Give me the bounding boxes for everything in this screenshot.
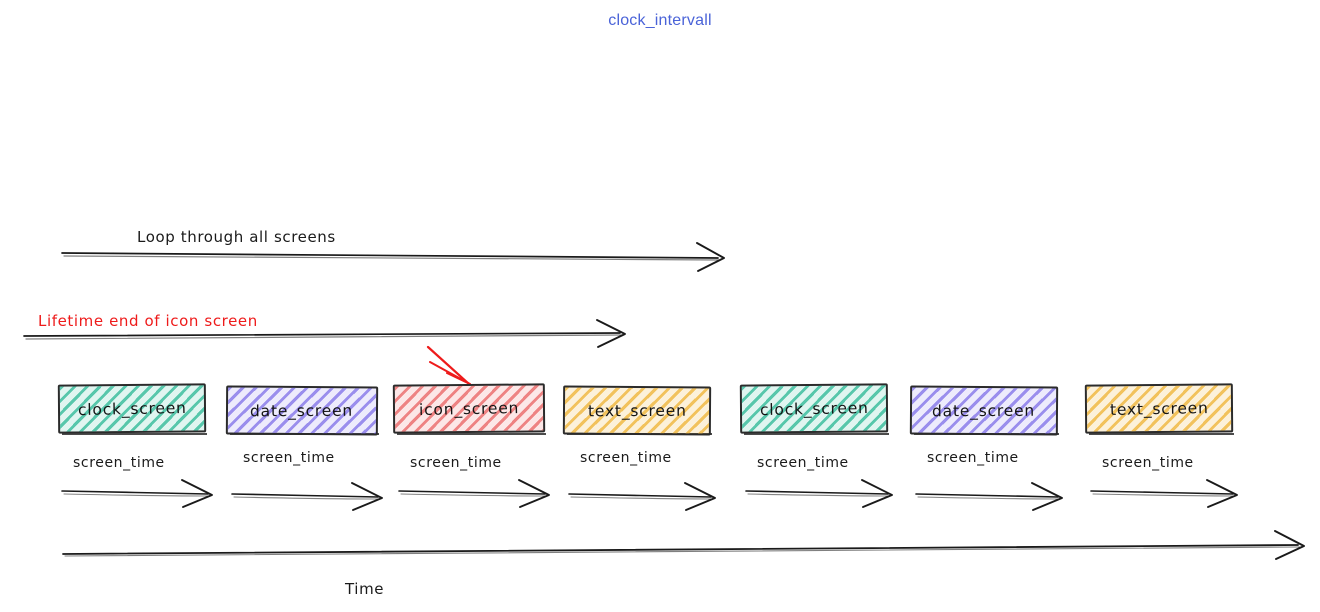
screen-time-arrows: [61, 479, 1238, 511]
screen-box-label: date_screen: [932, 401, 1036, 420]
icon-screen-pointer-arrow: [426, 345, 471, 386]
screen-box-label: clock_screen: [77, 398, 187, 419]
screen-time-label-1: screen_time: [73, 455, 165, 471]
screen-box-clock-screen-5[interactable]: clock_screen: [739, 383, 889, 434]
screen-time-label-5: screen_time: [757, 455, 849, 471]
screen-time-label-6: screen_time: [927, 450, 1019, 466]
loop-arrow: [61, 242, 725, 272]
box-shadow-edge: [397, 433, 546, 435]
screen-box-text-screen-4[interactable]: text_screen: [562, 385, 712, 436]
screen-box-date-screen-2[interactable]: date_screen: [225, 385, 379, 436]
screen-box-label: icon_screen: [418, 398, 520, 419]
box-shadow-edge: [1089, 433, 1234, 435]
box-shadow-edge: [744, 433, 889, 435]
screen-time-label-3: screen_time: [410, 455, 502, 471]
screen-box-date-screen-6[interactable]: date_screen: [909, 385, 1059, 436]
screen-time-label-4: screen_time: [580, 450, 672, 466]
lifetime-end-of-icon-screen-label: Lifetime end of icon screen: [38, 312, 258, 330]
screen-box-label: date_screen: [250, 401, 354, 420]
screen-time-label-7: screen_time: [1102, 455, 1194, 471]
screen-box-label: text_screen: [587, 401, 687, 420]
time-axis-arrow: [62, 530, 1305, 560]
screen-box-clock-screen-1[interactable]: clock_screen: [57, 383, 207, 434]
screen-box-label: text_screen: [1109, 398, 1209, 419]
page-title: clock_intervall: [608, 12, 712, 29]
screen-box-icon-screen-3[interactable]: icon_screen: [392, 383, 546, 434]
screen-box-label: clock_screen: [759, 398, 869, 419]
screen-box-text-screen-7[interactable]: text_screen: [1084, 383, 1234, 434]
loop-through-all-screens-label: Loop through all screens: [137, 228, 336, 246]
screen-time-label-2: screen_time: [243, 450, 335, 466]
time-axis-label: Time: [345, 580, 385, 598]
box-shadow-edge: [62, 433, 207, 435]
